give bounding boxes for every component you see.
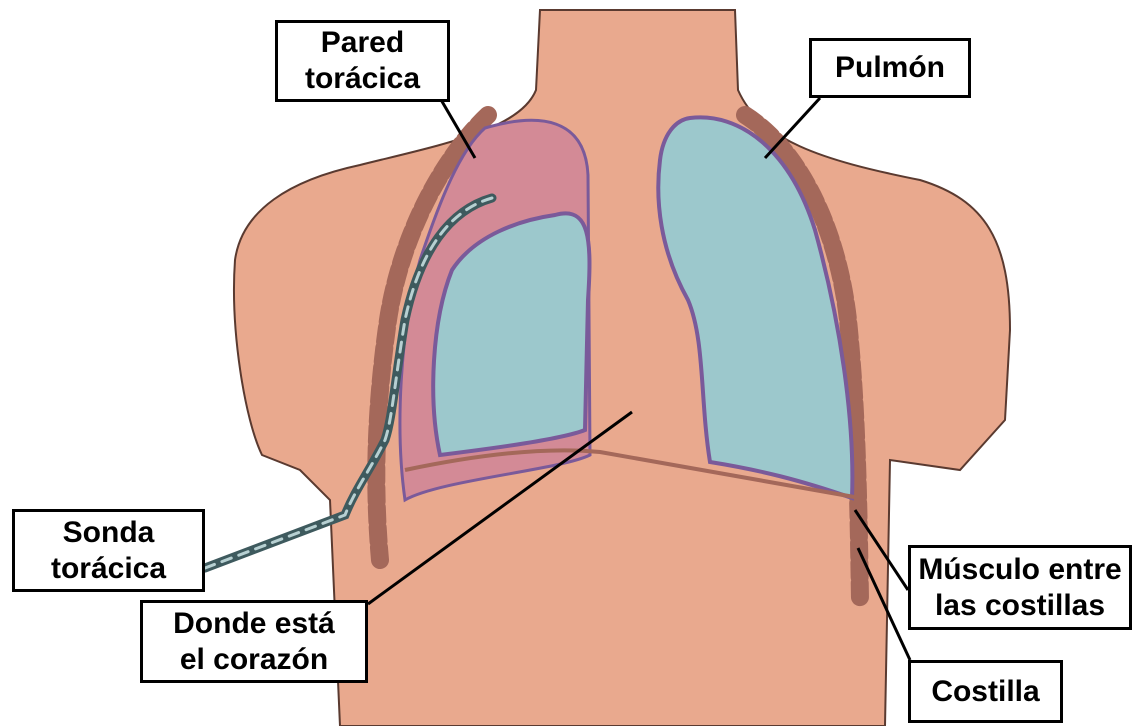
label-lung-text: Pulmón [835, 50, 945, 86]
label-chest-wall: Pared torácica [275, 20, 450, 102]
label-heart-location: Donde está el corazón [140, 600, 368, 683]
label-rib-text: Costilla [931, 674, 1039, 710]
label-chest-tube-text: Sonda torácica [51, 515, 166, 587]
label-lung: Pulmón [809, 38, 971, 98]
label-chest-tube: Sonda torácica [12, 509, 205, 592]
label-intercostal-muscle: Músculo entre las costillas [908, 545, 1132, 630]
label-rib: Costilla [908, 660, 1063, 723]
label-chest-wall-text: Pared torácica [305, 25, 420, 97]
label-heart-location-text: Donde está el corazón [173, 606, 335, 678]
label-intercostal-muscle-text: Músculo entre las costillas [918, 552, 1121, 624]
